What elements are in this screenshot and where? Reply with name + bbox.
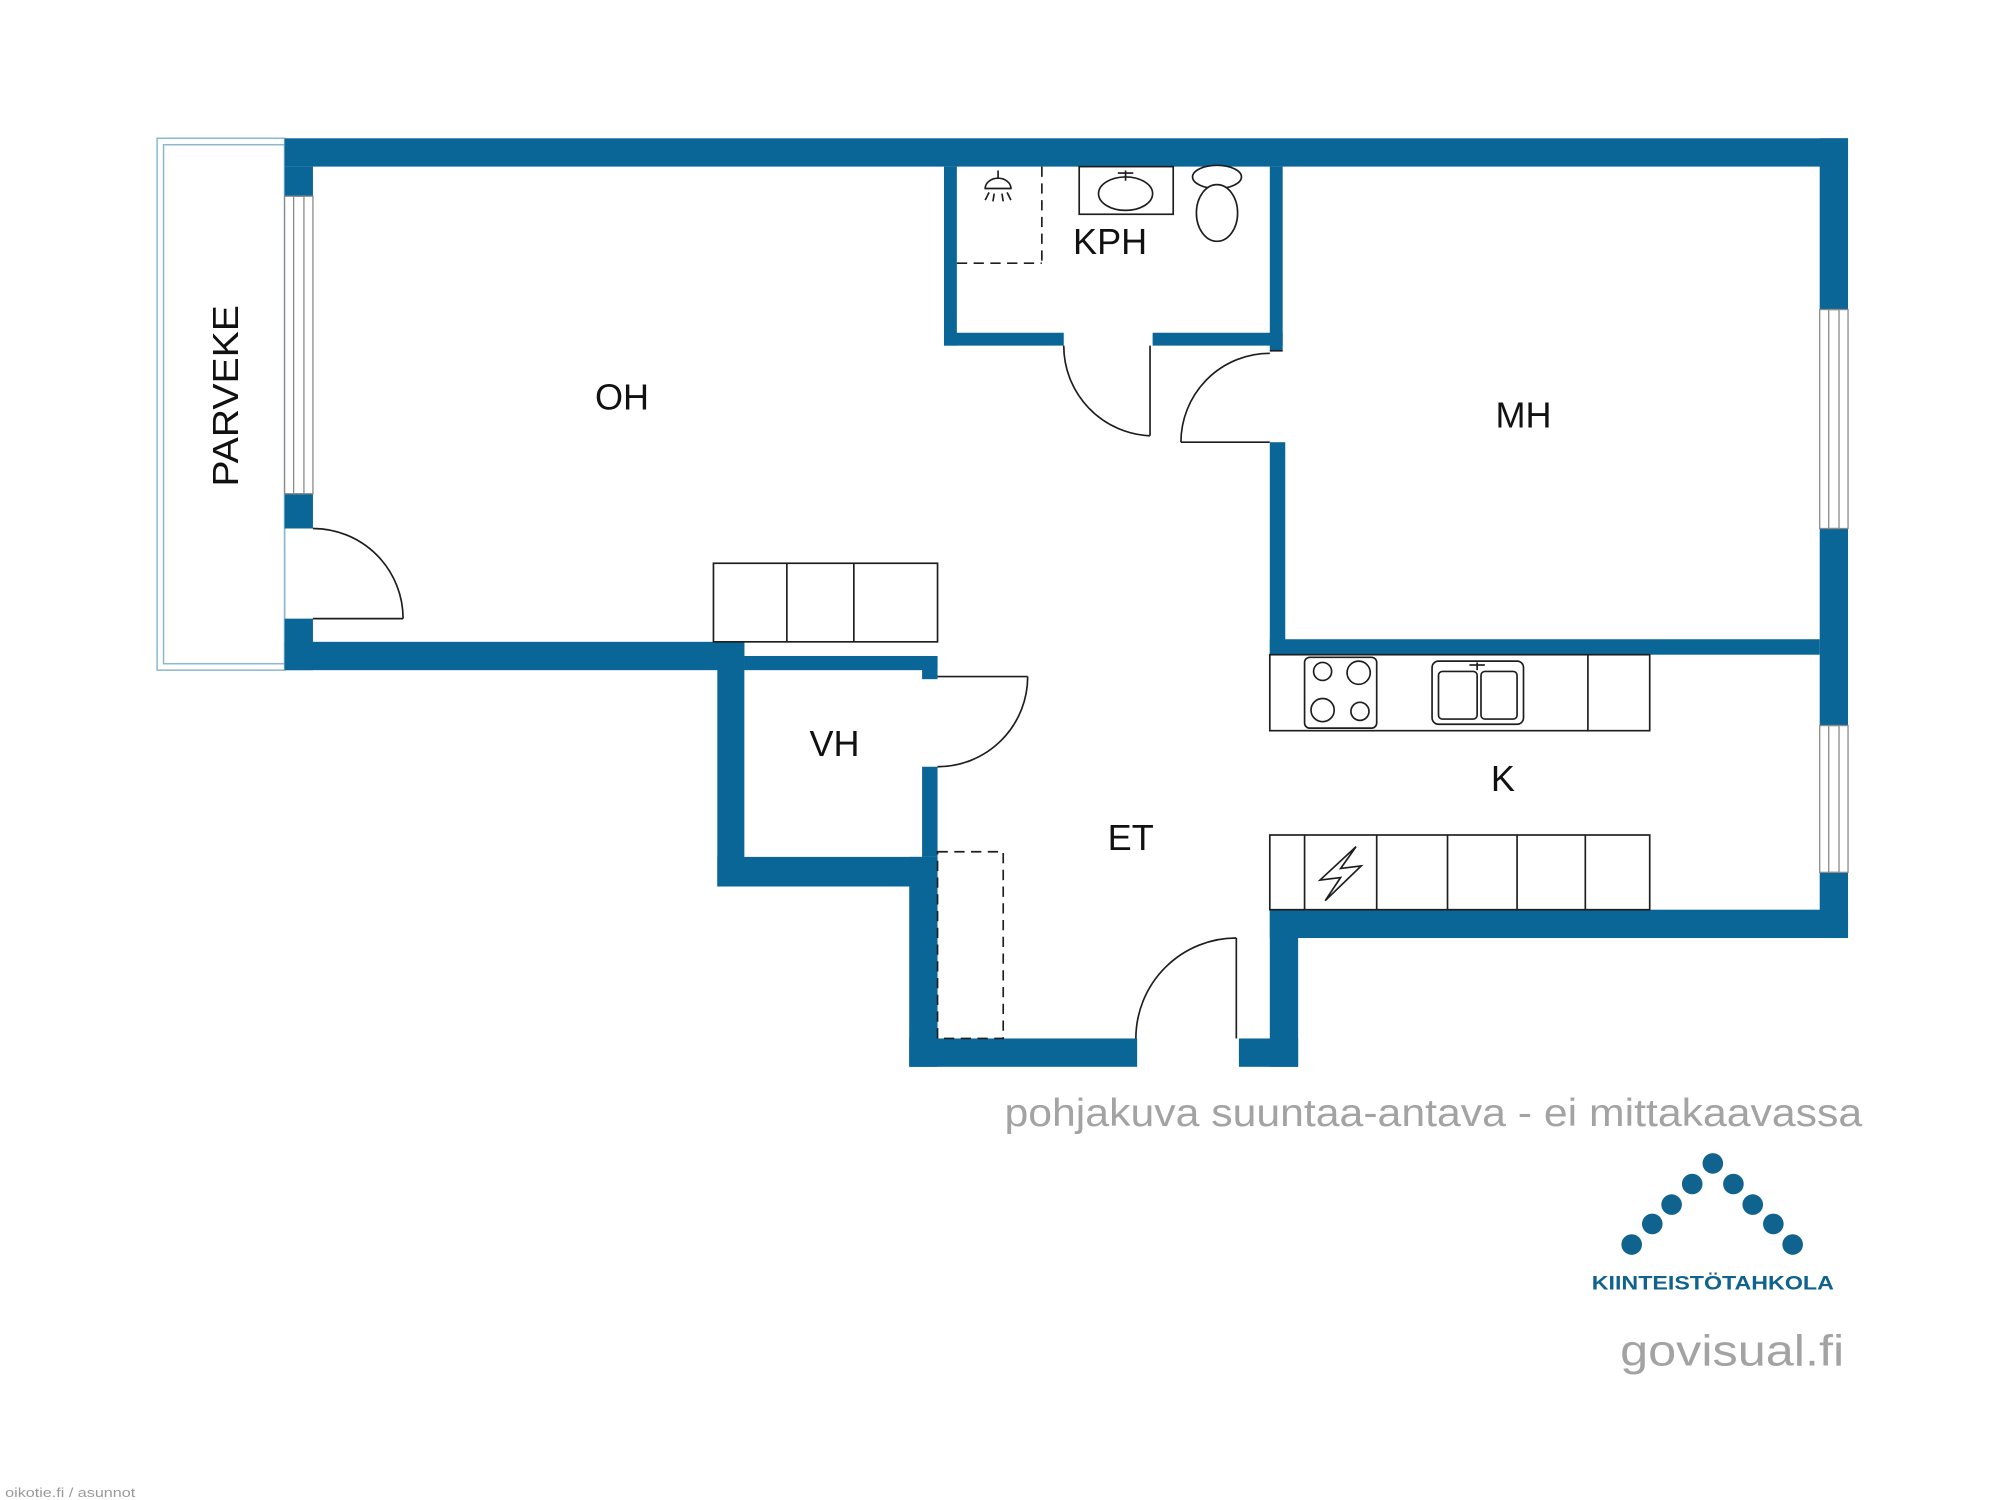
kitchen-sink-icon bbox=[1431, 660, 1525, 726]
window-kitchen bbox=[1819, 724, 1849, 873]
logo-dot bbox=[1681, 1173, 1703, 1195]
logo-wordmark: KIINTEISTÖTAHKOLA bbox=[1592, 1272, 1834, 1295]
wall-bedroom-left bbox=[1269, 442, 1286, 655]
door-bedroom bbox=[1180, 349, 1283, 444]
logo-dots bbox=[1621, 1153, 1803, 1255]
wall-bathroom-bottom-right bbox=[1152, 332, 1283, 346]
kitchen-counter-lower bbox=[1268, 834, 1651, 911]
shower-icon bbox=[984, 170, 1012, 202]
wall-living-bottom bbox=[284, 641, 745, 671]
counter bbox=[1268, 834, 1651, 911]
wall-left-middle bbox=[284, 493, 313, 529]
hall-wardrobe bbox=[936, 850, 1005, 1040]
wall-closet-right-upper bbox=[922, 655, 938, 680]
wall-right-lower bbox=[1819, 872, 1849, 939]
disclaimer-text: pohjakuva suuntaa-antava - ei mittakaava… bbox=[1005, 1092, 1863, 1135]
wall-top bbox=[284, 138, 1849, 167]
window-bedroom bbox=[1819, 308, 1849, 530]
watermark-text: oikotie.fi / asunnot bbox=[5, 1485, 136, 1500]
room-label-hall: ET bbox=[1108, 817, 1154, 858]
wall-closet-bottom bbox=[717, 856, 938, 887]
door-bathroom bbox=[1062, 345, 1151, 437]
room-label-living-room: OH bbox=[595, 377, 649, 418]
logo-dot bbox=[1763, 1213, 1784, 1235]
logo-dot bbox=[1661, 1194, 1682, 1215]
window-pane bbox=[292, 195, 305, 495]
wall-closet-top bbox=[744, 655, 938, 671]
toilet-icon bbox=[1191, 164, 1243, 243]
door-swing-arc bbox=[1180, 352, 1270, 443]
shower-area bbox=[956, 166, 1043, 265]
room-label-closet: VH bbox=[809, 723, 859, 764]
walls bbox=[284, 138, 1849, 1067]
window-pane bbox=[1828, 308, 1840, 530]
wall-closet-left bbox=[717, 641, 745, 887]
door-balcony bbox=[312, 527, 404, 620]
door-swing-arc bbox=[1135, 937, 1237, 1039]
wall-closet-right-lower bbox=[922, 766, 938, 857]
logo-dot bbox=[1621, 1234, 1642, 1255]
logo-dot bbox=[1742, 1194, 1764, 1215]
logo-dot bbox=[1782, 1234, 1803, 1255]
door-swing-arc bbox=[1062, 345, 1151, 437]
wall-bathroom-bottom-left bbox=[943, 332, 1064, 346]
lightning-icon bbox=[1317, 845, 1364, 902]
logo: KIINTEISTÖTAHKOLA bbox=[1592, 1153, 1834, 1295]
washbasin-icon bbox=[1078, 165, 1175, 216]
room-label-balcony: PARVEKE bbox=[205, 305, 246, 487]
window-frame bbox=[1819, 724, 1849, 873]
living-room-storage bbox=[712, 562, 939, 643]
kitchen-counter-upper bbox=[1268, 653, 1651, 732]
stove-icon bbox=[1303, 656, 1378, 729]
wall-bathroom-right bbox=[1269, 166, 1283, 351]
wall-hall-left bbox=[909, 856, 938, 1067]
window-frame bbox=[283, 195, 314, 495]
wall-right-upper bbox=[1819, 138, 1849, 310]
wall-right-middle bbox=[1819, 528, 1849, 726]
wall-kitchen-bottom bbox=[1269, 909, 1849, 939]
window-frame bbox=[1819, 308, 1849, 530]
wall-bedroom-bottom bbox=[1269, 639, 1820, 655]
door-closet bbox=[937, 675, 1029, 768]
wall-bathroom-left bbox=[943, 166, 957, 346]
wall-hall-bottom-left bbox=[909, 1038, 1138, 1067]
room-label-kitchen: K bbox=[1491, 758, 1515, 799]
window-living-room bbox=[283, 195, 314, 495]
credit-text: govisual.fi bbox=[1620, 1327, 1844, 1376]
window-pane bbox=[1828, 724, 1840, 873]
door-swing-arc bbox=[937, 676, 1029, 768]
logo-dot bbox=[1702, 1153, 1724, 1174]
wall-left-upper bbox=[284, 166, 313, 197]
storage-cabinet bbox=[712, 562, 939, 643]
logo-dot bbox=[1723, 1173, 1744, 1195]
logo-dot bbox=[1641, 1213, 1663, 1235]
room-label-bathroom: KPH bbox=[1073, 221, 1147, 262]
door-swing-arc bbox=[312, 527, 404, 619]
room-label-bedroom: MH bbox=[1495, 395, 1551, 436]
door-entrance bbox=[1135, 937, 1238, 1039]
